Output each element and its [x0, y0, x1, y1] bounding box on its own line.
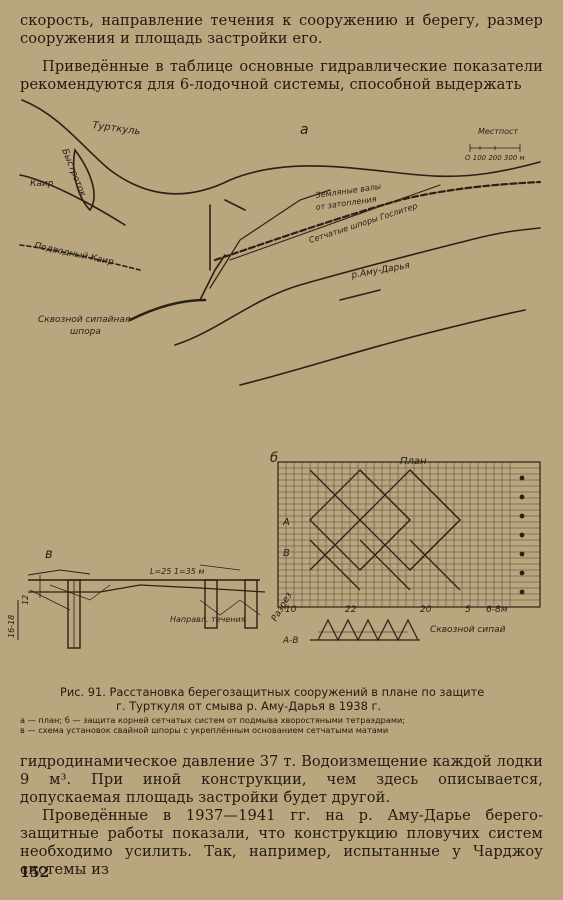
- label-v: в: [45, 547, 53, 562]
- dim-6-8: 6-8м: [486, 605, 508, 615]
- channel-line: [213, 180, 542, 262]
- dim-20: 20: [420, 605, 432, 615]
- paragraph-pressure: гидродинамическое давление 37 т. Водоизм…: [20, 753, 543, 806]
- label-skvoznoy-sipay: Сквозной сипай: [430, 625, 506, 635]
- dam-bottom: [199, 254, 226, 301]
- dim-22: 22: [345, 605, 357, 615]
- canal-left: [19, 244, 141, 271]
- dim-10: 10: [285, 605, 297, 615]
- paragraph-works: Проведённые в 1937—1941 гг. на р. Аму-Да…: [20, 807, 543, 878]
- label-skvoznoy: Сквозной сипайная: [38, 315, 131, 325]
- dim-16-18: 16-18: [7, 615, 16, 638]
- label-plan: План: [400, 456, 427, 467]
- island-outline: [72, 148, 95, 212]
- river-bank-upper: [21, 99, 541, 195]
- page-number: 152: [20, 865, 50, 881]
- label-podvodnyi: Подводный Каир: [33, 241, 114, 268]
- figure-legend: а — план; б — защита корней сетчатых сис…: [20, 715, 543, 735]
- label-napravlenie: Направл. течения: [170, 615, 246, 624]
- dim-12: 12: [21, 595, 30, 605]
- detail-v: [17, 564, 266, 649]
- label-letter-b: В: [283, 548, 290, 559]
- label-mestpost: Местпост: [478, 127, 518, 136]
- paragraph-top: скорость, направление течения к сооружен…: [20, 12, 543, 47]
- label-a: а: [300, 122, 309, 138]
- label-scale: О 100 200 300 м: [465, 154, 525, 162]
- spur-bottom: [128, 298, 207, 322]
- label-letter-a: А: [282, 517, 290, 528]
- label-b: б: [270, 451, 278, 466]
- label-turtkul: Турткуль: [92, 120, 142, 138]
- river-bank-lower: [174, 227, 541, 346]
- spur-line: [229, 184, 441, 261]
- label-razrez-ab: А-В: [282, 636, 299, 646]
- label-kair: Каир: [30, 179, 54, 189]
- dim-5: 5: [465, 605, 471, 615]
- label-shpora: шпора: [70, 327, 101, 337]
- bank-line-right: [239, 309, 526, 386]
- label-dim-top: L=25 1=35 м: [150, 567, 204, 576]
- caption-line-1: Рис. 91. Расстановка берегозащитных соор…: [60, 685, 485, 699]
- caption-line-2: г. Турткуля от смыва р. Аму-Дарья в 1938…: [116, 699, 382, 713]
- cape-left: [19, 174, 126, 226]
- detail-b: [277, 461, 541, 608]
- legend-line-2: в — схема установок свайной шпоры с укре…: [20, 724, 389, 735]
- figure-caption: Рис. 91. Расстановка берегозащитных соор…: [60, 685, 530, 713]
- legend-line-1: а — план; б — защита корней сетчатых сис…: [20, 715, 406, 725]
- section-ab: [310, 618, 420, 642]
- embankment: [209, 189, 331, 289]
- paragraph-intro: Приведённые в таблице основные гидравлич…: [20, 58, 543, 93]
